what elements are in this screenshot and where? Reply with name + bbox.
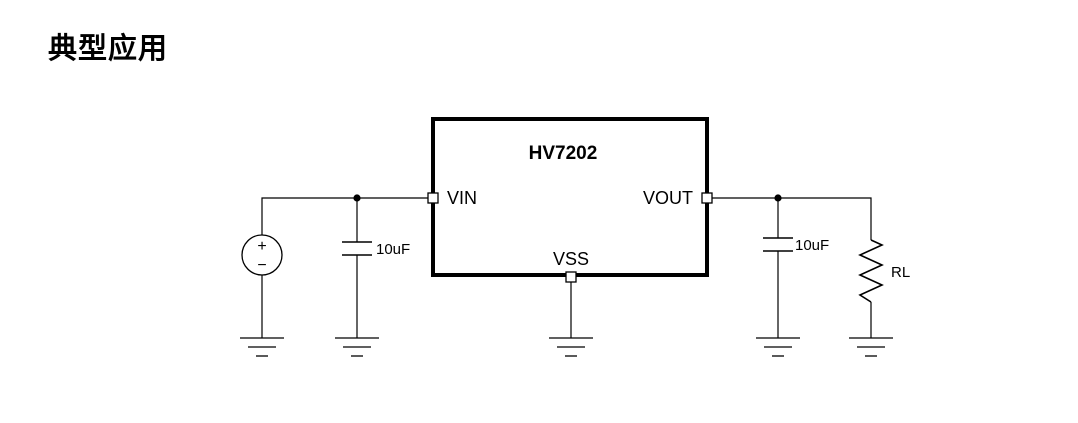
ground-icon [335,337,379,357]
pin-vin [427,192,439,204]
input-capacitor-label: 10uF [376,241,410,258]
input-wiring [261,194,428,338]
pin-label-vss: VSS [553,249,589,269]
pin-vss [565,271,577,283]
ground-icon [549,282,593,357]
page-title: 典型应用 [48,31,169,65]
load-resistor-label: RL [891,264,910,281]
input-capacitor [342,241,372,256]
pin-label-vin: VIN [447,188,477,208]
pin-label-vout: VOUT [643,188,693,208]
output-capacitor [763,237,793,252]
ground-icon [756,337,800,357]
ground-icon [240,337,284,357]
source-plus-sign: + [257,238,266,255]
ground-icon [849,337,893,357]
output-capacitor-label: 10uF [795,237,829,254]
output-wiring [712,194,872,338]
load-resistor [858,239,884,303]
source-minus-sign: − [257,257,266,274]
chip-name: HV7202 [529,143,598,164]
pin-vout [701,192,713,204]
voltage-source: + − [241,234,283,276]
